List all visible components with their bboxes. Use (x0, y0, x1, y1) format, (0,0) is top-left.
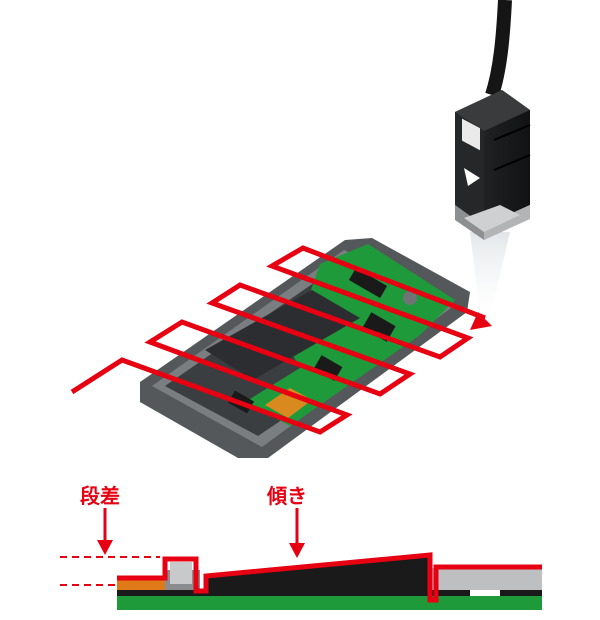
sensor-housing (455, 90, 531, 226)
tilt-arrow-icon (289, 508, 305, 558)
scan-path-line (70, 245, 486, 435)
section-board (117, 596, 542, 610)
sensor-logo-icon (464, 168, 480, 186)
sensor-beam (470, 232, 510, 330)
section-tilted-part (206, 556, 430, 590)
step-label: 段差 (80, 484, 120, 508)
scan-arrow-icon (470, 312, 492, 330)
cross-section-diagram (60, 508, 542, 610)
smartphone-illustration (140, 238, 470, 458)
laser-sensor-head (455, 0, 531, 330)
scan-path (70, 245, 492, 435)
sensor-cable (485, 0, 512, 98)
section-orange-layer (117, 578, 165, 590)
tilt-label: 傾き (267, 484, 307, 508)
circuit-board (245, 244, 455, 426)
sensor-window (455, 205, 530, 240)
section-profile-line (117, 552, 542, 603)
step-arrow-icon (97, 508, 113, 555)
